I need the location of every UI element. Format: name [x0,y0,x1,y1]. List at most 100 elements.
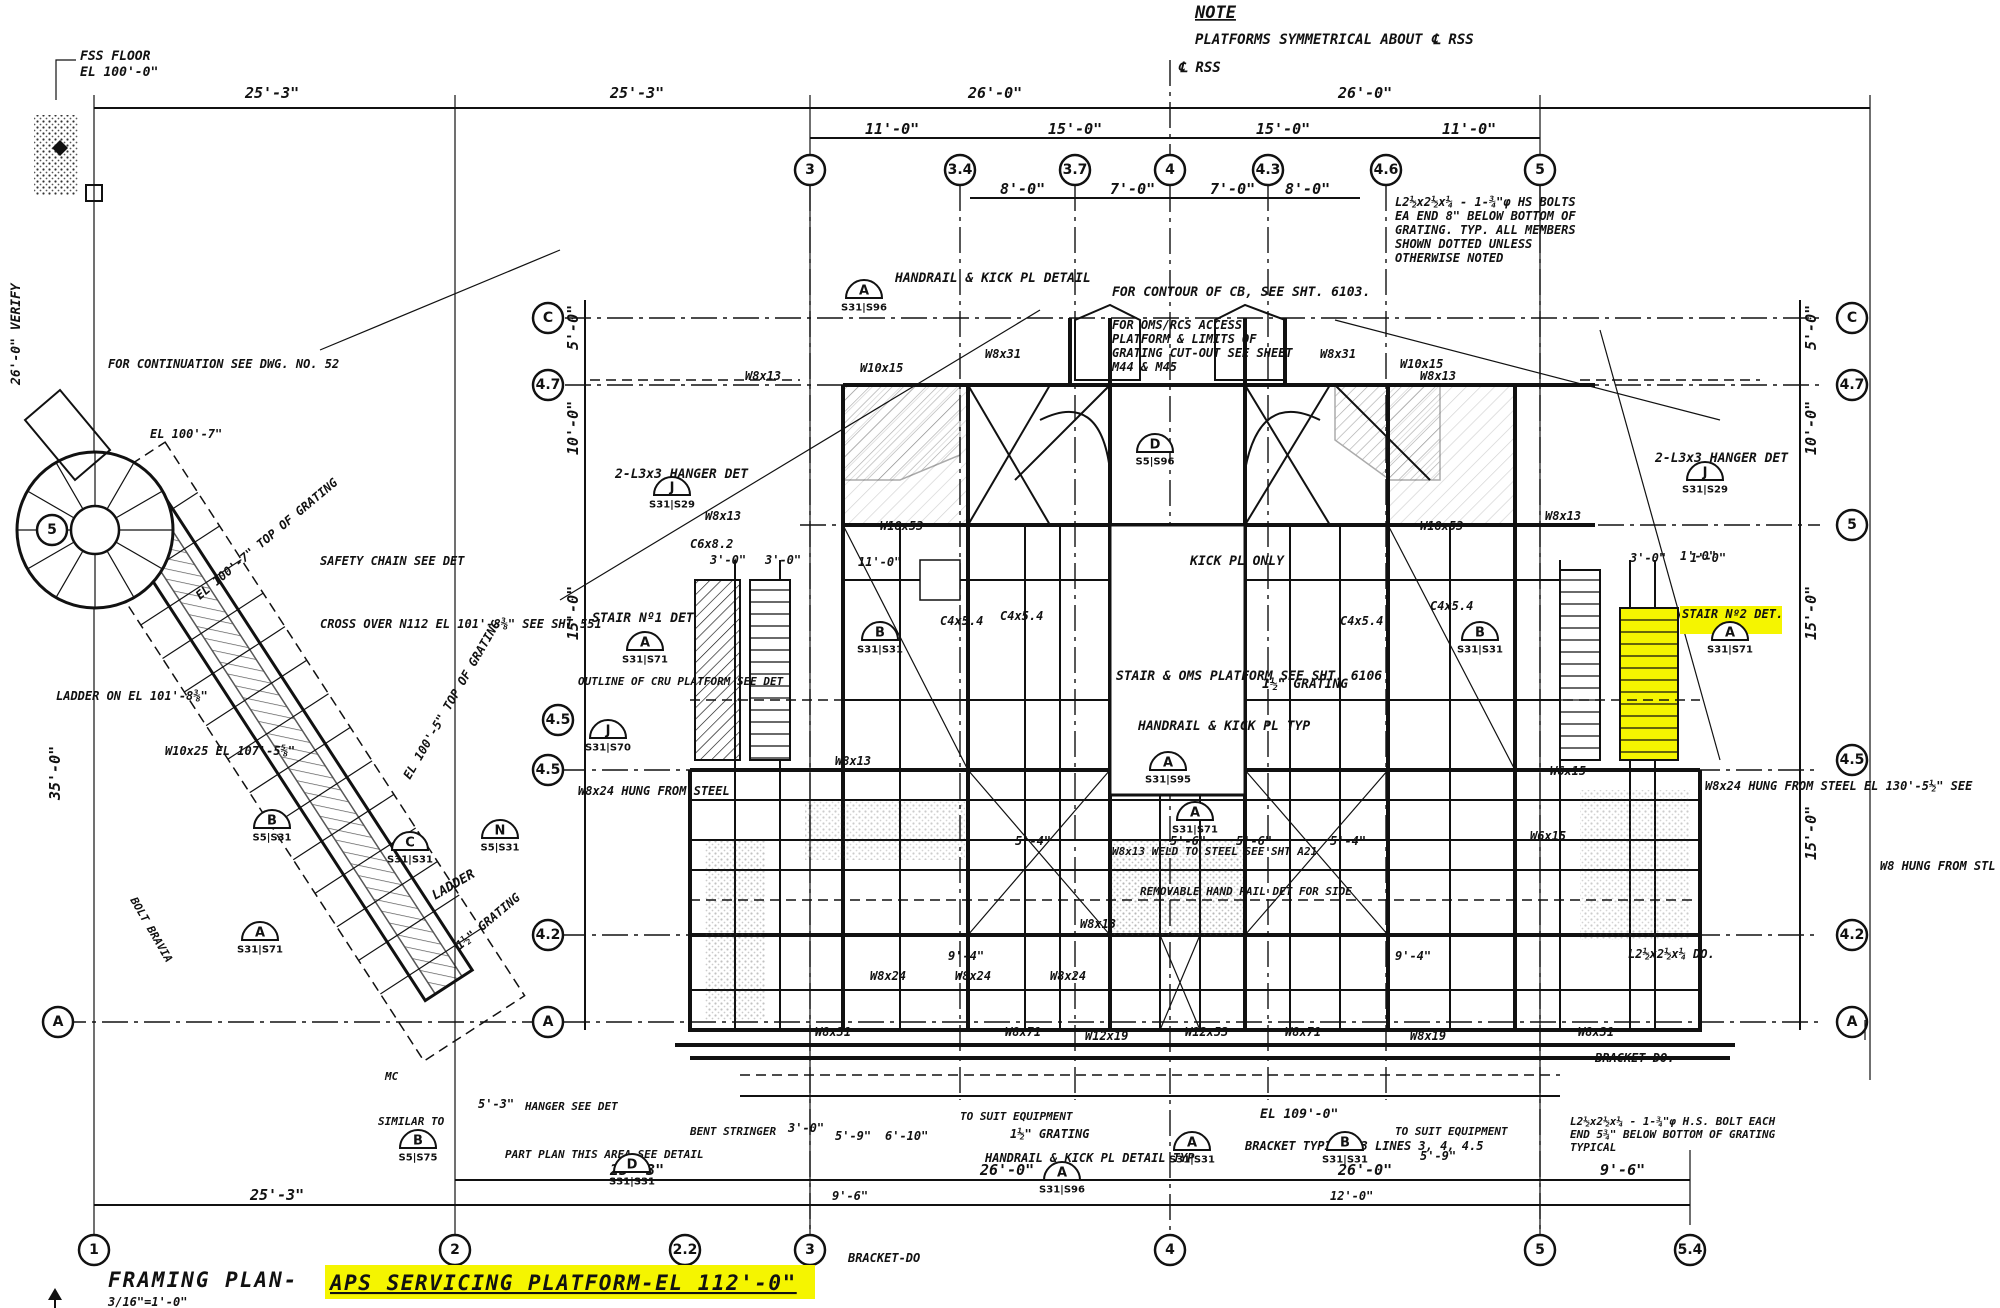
svg-text:7'-0": 7'-0" [1210,180,1255,198]
dimension-label: 5'-4" [1330,834,1366,848]
dimension-label: 12'-0" [1330,1189,1373,1203]
floor-stipple [34,115,78,195]
svg-text:W10x25 EL 107'-5⅝": W10x25 EL 107'-5⅝" [165,744,295,758]
dimension-label: 5'-9" [835,1129,871,1143]
svg-text:PART PLAN THIS AREA SEE DETAIL: PART PLAN THIS AREA SEE DETAIL [505,1148,704,1161]
dimension-label: 9'-4" [948,949,984,963]
svg-text:A: A [1190,806,1200,821]
grid-bubble-top: 5 [1523,153,1557,187]
svg-text:A: A [1847,1014,1858,1030]
misc-dimensions: 3'-0"3'-0"11'-0"1'-0"3'-0"1'-0"5'-4"5'-6… [478,549,1726,1203]
svg-text:A: A [1057,1166,1067,1181]
note-heading: NOTE [1194,3,1237,23]
dimension-label: 3'-0" [709,553,746,567]
svg-text:S31|S31: S31|S31 [1169,1155,1215,1166]
svg-text:EL 100'-5" TOP OF GRATING: EL 100'-5" TOP OF GRATING [400,618,502,781]
member-label: W8x13 [1545,509,1581,523]
svg-text:W8x24 HUNG FROM STEEL EL 130'-: W8x24 HUNG FROM STEEL EL 130'-5½" SEE [1705,779,1973,793]
svg-text:STAIR Nº2 DET.: STAIR Nº2 DET. [1682,607,1783,621]
member-label: W8x13 [745,369,781,383]
stair-right-highlight [1619,607,1679,761]
member-label: W8x24 [1050,969,1086,983]
dimension-label: 3'-0" [1629,551,1666,565]
grid-bubble-top: 3.4 [943,153,977,187]
title-main: APS SERVICING PLATFORM-EL 112'-0" [328,1271,797,1295]
svg-text:8'-0": 8'-0" [1000,180,1045,198]
note-block: NOTE PLATFORMS SYMMETRICAL ABOUT ℄ RSS ℄… [1178,3,1474,76]
svg-text:J: J [605,724,611,739]
svg-text:9'-6": 9'-6" [1600,1161,1645,1179]
svg-text:4.7: 4.7 [1840,377,1865,393]
svg-text:2.2: 2.2 [673,1242,698,1258]
grid-bubble-bottom: 5.4 [1673,1233,1707,1267]
grid-bubble-bottom: 2 [438,1233,472,1267]
grid-bubble-top: 4.6 [1369,153,1403,187]
svg-text:S5|S31: S5|S31 [253,833,292,844]
grid-bubble-left: A [41,1005,75,1039]
svg-text:5: 5 [1847,517,1857,533]
svg-text:L2½x2½x¼ DO.: L2½x2½x¼ DO. [1628,947,1715,961]
svg-text:A: A [53,1014,64,1030]
grid-bubble-top: 3 [793,153,827,187]
grid-bubble-bottom: 1 [77,1233,111,1267]
svg-text:MC: MC [384,1070,399,1083]
title-highlight [325,1265,815,1299]
member-label: W8x31 [1578,1025,1614,1039]
svg-text:S5|S31: S5|S31 [481,843,520,854]
svg-text:CROSS OVER N112 EL 101'-8⅜" SE: CROSS OVER N112 EL 101'-8⅜" SEE SHT 551 [320,617,602,631]
svg-text:S31|S31: S31|S31 [857,645,903,656]
svg-text:11'-0": 11'-0" [1442,120,1496,138]
svg-text:15'-0": 15'-0" [1256,120,1310,138]
svg-text:S5|S96: S5|S96 [1136,457,1175,468]
callouts: HANDRAIL & KICK PL DETAIL FOR CONTOUR OF… [56,195,2000,1265]
member-label: W8x13 [835,754,871,768]
grid-bubble-left: C [531,301,565,335]
dimension-label: 5'-9" [1420,1149,1456,1163]
svg-text:D: D [627,1158,638,1173]
svg-text:3.4: 3.4 [948,162,973,178]
detail-references: AS31|S96JS31|S29JS31|S29AS31|S71AS31|S71… [237,279,1753,1196]
grid-bubble-top: 4.3 [1251,153,1285,187]
grid-bubble-right: A [1835,1005,1869,1039]
svg-text:A: A [1163,756,1173,771]
svg-text:W8x24 HUNG FROM STEEL: W8x24 HUNG FROM STEEL [578,784,730,798]
member-label: W6x15 [1530,829,1566,843]
svg-text:1½" GRATING: 1½" GRATING [453,890,523,952]
svg-text:TO SUIT EQUIPMENT: TO SUIT EQUIPMENT [1395,1125,1508,1138]
dimension-label: 1'-0" [1690,551,1726,565]
member-label: W10x15 [1400,357,1443,371]
detail-reference: B S5|S31 [253,809,292,844]
grid-bubble-right: 4.2 [1835,918,1869,952]
platform-framing [319,249,1760,1097]
svg-text:HANDRAIL & KICK PL DETAIL: HANDRAIL & KICK PL DETAIL [894,271,1091,286]
svg-text:B: B [267,814,277,829]
svg-text:W8x13 WELD TO STEEL SEE SHT A2: W8x13 WELD TO STEEL SEE SHT A21 [1112,845,1317,858]
svg-text:5'-0": 5'-0" [1802,305,1820,350]
svg-text:15'-0": 15'-0" [564,586,582,640]
svg-text:SAFETY CHAIN SEE DET: SAFETY CHAIN SEE DET [320,554,465,568]
svg-text:S31|S31: S31|S31 [1457,645,1503,656]
svg-text:4.6: 4.6 [1374,162,1399,178]
detail-reference: BS5|S75 [399,1129,438,1164]
grid-bubble-right: 4.7 [1835,368,1869,402]
svg-text:10'-0": 10'-0" [1802,401,1820,455]
grid-bubble-left: 4.7 [531,368,565,402]
svg-text:2-L3x3 HANGER DET: 2-L3x3 HANGER DET [614,467,749,482]
member-label: W8x13 [1080,917,1116,931]
dimension-label: 9'-4" [1395,949,1431,963]
member-label: W12x19 [1085,1029,1128,1043]
grid-bubble-misc: 4.5 [541,703,575,737]
member-label: C6x8.2 [690,537,733,551]
svg-text:EL 100'-7" TOP OF GRATING: EL 100'-7" TOP OF GRATING [193,475,340,602]
member-label: W18x53 [880,519,923,533]
svg-text:4: 4 [1165,162,1175,178]
svg-text:S31|S71: S31|S71 [237,945,283,956]
title-prefix: FRAMING PLAN- [108,1268,298,1292]
svg-text:B: B [413,1134,423,1149]
